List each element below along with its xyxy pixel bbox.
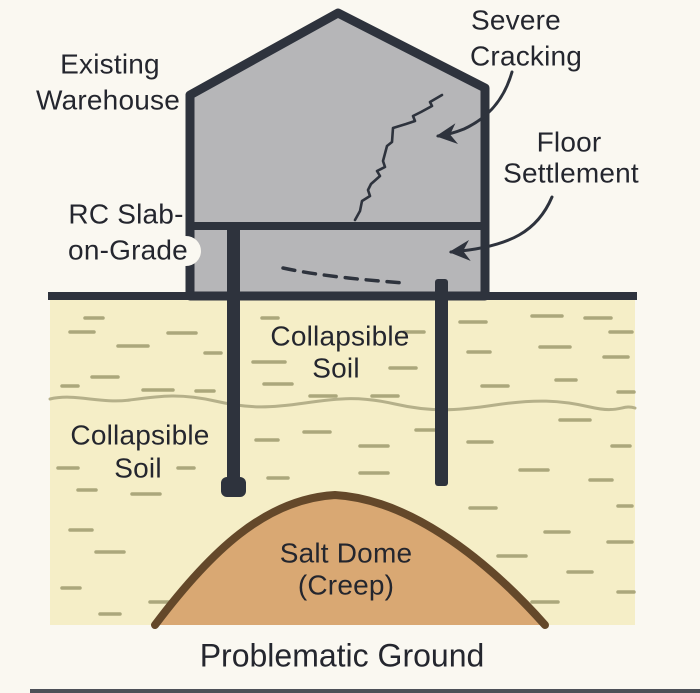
collapsible-soil-center-label-line2: Soil: [312, 352, 360, 383]
label-bubble: [171, 236, 201, 266]
curved-arrow-icon-severe-cracking: [435, 70, 514, 145]
collapsible-soil-left-label-line2: Soil: [114, 452, 162, 483]
left-pile: [227, 226, 240, 486]
existing-warehouse-label-line2: Warehouse: [36, 84, 180, 115]
collapsible-soil-center-label-line1: Collapsible: [270, 320, 409, 351]
left-pile-cap: [221, 477, 246, 497]
crack-icon: [353, 93, 444, 222]
salt-dome-label-line2: (Creep): [298, 569, 394, 600]
right-pile: [435, 279, 448, 486]
existing-warehouse-label-line1: Existing: [60, 48, 160, 79]
salt-dome-label-line1: Salt Dome: [280, 537, 413, 568]
collapsible-soil-left-label-line1: Collapsible: [70, 419, 209, 450]
diagram-caption: Problematic Ground: [200, 637, 485, 673]
floor-settlement-label-line2: Settlement: [503, 157, 639, 188]
severe-cracking-label-line2: Cracking: [470, 40, 582, 71]
rc-slab-label-line1: RC Slab-: [68, 198, 183, 229]
soil-layer-wavy-line: [48, 394, 637, 412]
settlement-dashed-line-icon: [281, 266, 406, 285]
rc-slab-label-line2: on-Grade: [68, 234, 188, 265]
salt-dome-outline: [151, 490, 549, 629]
curved-arrow-icon-floor-settlement: [448, 195, 554, 261]
severe-cracking-label-line1: Severe: [471, 4, 561, 35]
bottom-border: [30, 689, 700, 693]
floor-settlement-label-line1: Floor: [537, 126, 602, 157]
